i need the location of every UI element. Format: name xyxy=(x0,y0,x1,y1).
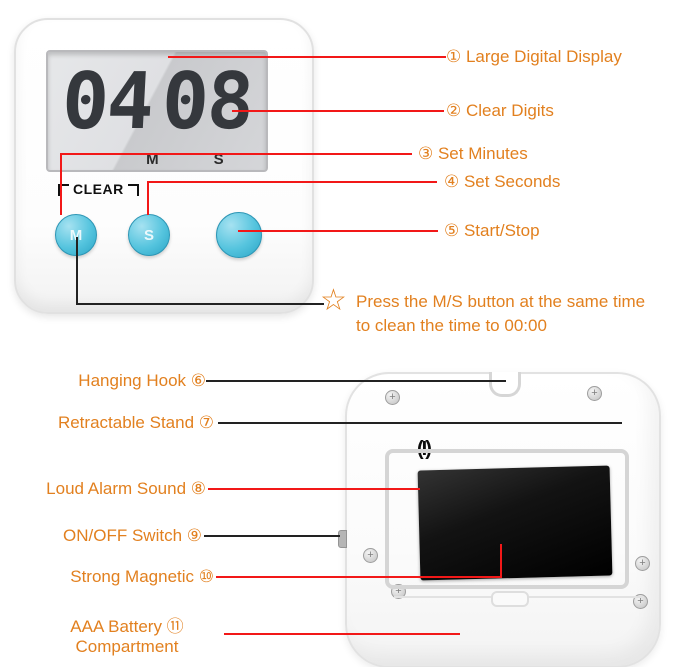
connector-clear-digits xyxy=(232,110,444,112)
annotation-loud-alarm-sound: Loud Alarm Sound ⑧ xyxy=(46,479,206,498)
minutes-digits: 04 xyxy=(59,57,155,147)
screw-mid-right-icon xyxy=(635,556,650,571)
hanging-hook xyxy=(489,372,521,397)
annotation-large-digital-display: ① Large Digital Display xyxy=(446,47,622,66)
magnetic-panel xyxy=(417,465,613,581)
annotation-hanging-hook: Hanging Hook ⑥ xyxy=(78,371,206,390)
connector-loud-alarm xyxy=(208,488,420,490)
annotation-strong-magnetic: Strong Magnetic ⑩ xyxy=(70,567,214,586)
annotation-aaa-battery: AAA Battery ⑪ Compartment xyxy=(36,617,218,657)
connector-set-minutes-drop xyxy=(60,153,62,215)
timer-front-view: 04 08 M S CLEAR M S xyxy=(14,18,314,314)
connector-start-stop xyxy=(238,230,438,232)
annotation-clear-digits: ② Clear Digits xyxy=(446,101,554,120)
on-off-switch[interactable] xyxy=(338,530,347,548)
connector-star-horizontal xyxy=(76,303,324,305)
screw-top-left-icon xyxy=(385,390,400,405)
seconds-digits: 08 xyxy=(159,57,255,147)
connector-on-off-switch xyxy=(204,535,340,537)
second-marker: S xyxy=(213,151,224,168)
connector-set-seconds xyxy=(147,181,437,183)
lcd-display: 04 08 M S xyxy=(46,50,268,172)
star-note-line1: Press the M/S button at the same time xyxy=(356,292,646,311)
annotation-aaa-battery-line1: AAA Battery ⑪ xyxy=(70,617,184,636)
annotation-set-minutes: ③ Set Minutes xyxy=(418,144,528,163)
star-note: Press the M/S button at the same time to… xyxy=(356,290,645,338)
annotation-on-off-switch: ON/OFF Switch ⑨ xyxy=(63,526,202,545)
star-icon: ☆ xyxy=(320,284,347,317)
clear-label: CLEAR xyxy=(58,182,139,196)
screw-top-right-icon xyxy=(587,386,602,401)
annotation-aaa-battery-line2: Compartment xyxy=(75,637,179,656)
second-button[interactable]: S xyxy=(128,214,170,256)
annotation-start-stop: ⑤ Start/Stop xyxy=(444,221,540,240)
retractable-stand xyxy=(385,449,629,589)
connector-battery-compartment xyxy=(224,633,460,635)
connector-display xyxy=(168,56,446,58)
annotation-retractable-stand: Retractable Stand ⑦ xyxy=(57,413,214,432)
bracket-right-icon xyxy=(127,184,139,196)
annotation-set-seconds: ④ Set Seconds xyxy=(444,172,561,191)
screw-mid-left-icon xyxy=(363,548,378,563)
connector-set-minutes xyxy=(60,153,412,155)
connector-strong-magnetic-rise xyxy=(500,544,502,578)
timer-back-view: (I) xyxy=(338,372,661,667)
minute-marker: M xyxy=(146,151,159,168)
start-stop-button[interactable] xyxy=(216,212,262,258)
lcd-unit-markers: M S xyxy=(48,151,266,169)
connector-strong-magnetic xyxy=(216,576,502,578)
battery-lid-tab xyxy=(491,591,529,607)
connector-star-vertical xyxy=(76,237,78,305)
connector-set-seconds-drop xyxy=(147,181,149,215)
connector-hanging-hook xyxy=(206,380,506,382)
lcd-digits: 04 08 xyxy=(45,54,268,150)
bracket-left-icon xyxy=(58,184,69,196)
connector-retractable-stand xyxy=(218,422,622,424)
star-note-line2: to clean the time to 00:00 xyxy=(356,316,547,335)
